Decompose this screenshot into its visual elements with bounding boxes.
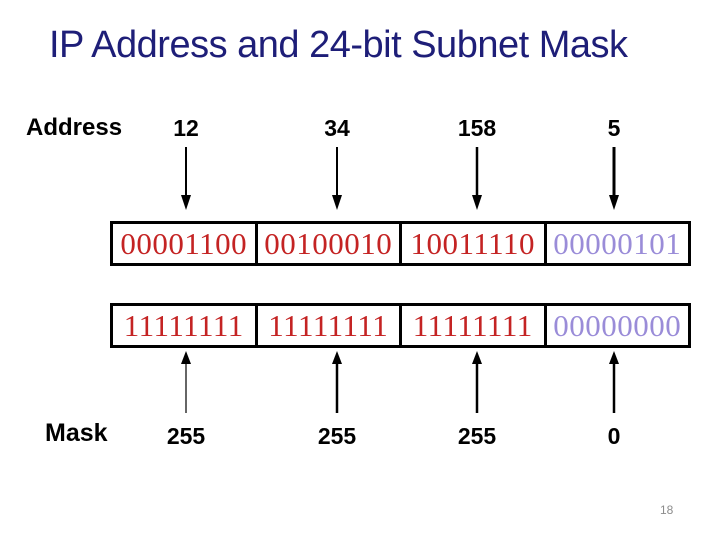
mask-octet-3: 255 — [457, 423, 497, 449]
address-octet-4: 5 — [607, 115, 621, 141]
down-arrow-icon — [332, 147, 342, 210]
mask-binary-octet-2: 11111111 — [254, 306, 400, 345]
mask-binary-octet-4: 00000000 — [543, 306, 689, 345]
down-arrow-icon — [609, 147, 619, 210]
address-binary-octet-2: 00100010 — [254, 224, 400, 263]
up-arrow-icon — [472, 351, 482, 413]
mask-binary-row: 11111111 11111111 11111111 00000000 — [110, 303, 691, 348]
address-octet-1: 12 — [173, 115, 199, 141]
address-binary-octet-1: 00001100 — [120, 226, 248, 261]
mask-octet-2: 255 — [317, 423, 357, 449]
mask-binary-octet-3: 11111111 — [399, 306, 544, 345]
slide-title: IP Address and 24-bit Subnet Mask — [49, 24, 628, 66]
up-arrow-icon — [181, 351, 191, 413]
page-number: 18 — [660, 503, 674, 517]
mask-binary-octet-1: 11111111 — [123, 308, 244, 343]
address-binary-octet-3: 10011110 — [399, 224, 544, 263]
mask-octet-4: 0 — [607, 423, 621, 449]
address-label: Address — [26, 114, 123, 141]
address-binary-octet-4: 00000101 — [543, 224, 689, 263]
down-arrow-icon — [181, 147, 191, 210]
up-arrow-icon — [609, 351, 619, 413]
address-binary-row: 00001100 00100010 10011110 00000101 — [110, 221, 691, 266]
address-octet-2: 34 — [324, 115, 350, 141]
down-arrow-icon — [472, 147, 482, 210]
address-octet-3: 158 — [457, 115, 497, 141]
up-arrow-icon — [332, 351, 342, 413]
mask-octet-1: 255 — [166, 423, 206, 449]
mask-label: Mask — [45, 419, 108, 447]
